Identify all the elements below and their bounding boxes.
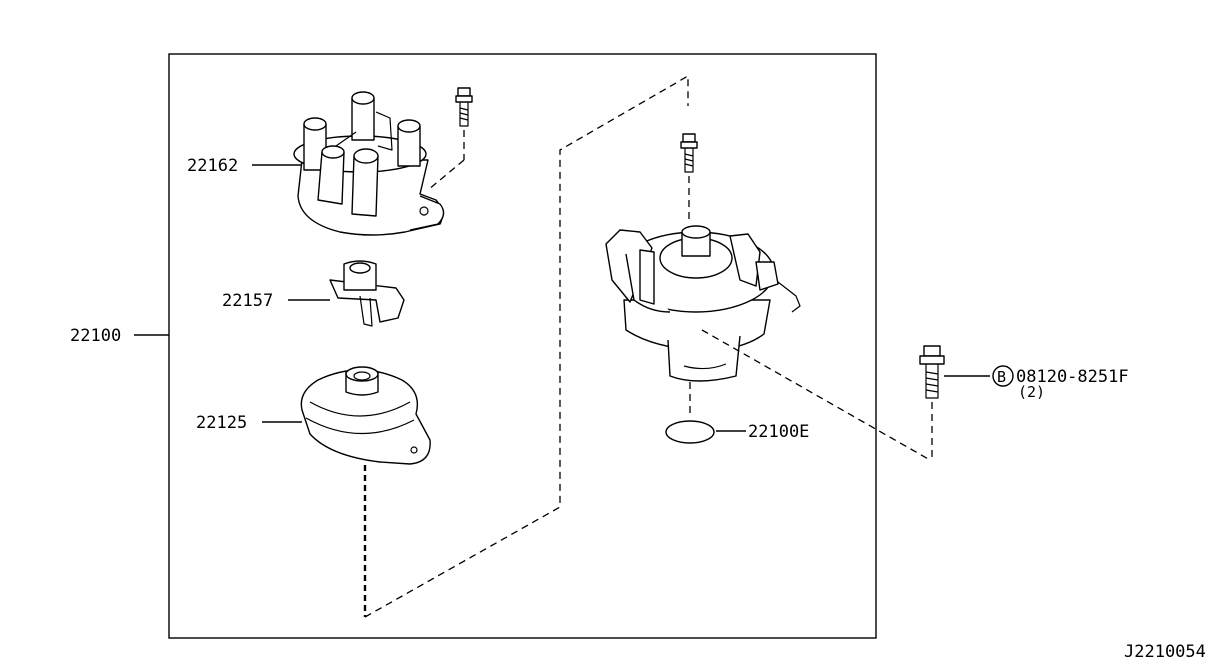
rotor-part[interactable] [329, 260, 405, 327]
label-cover[interactable]: 22125 [196, 413, 247, 433]
seal-part[interactable] [665, 420, 715, 444]
mount-bolt[interactable] [919, 345, 945, 399]
label-seal[interactable]: 22100E [748, 422, 809, 442]
cover-part[interactable] [300, 366, 431, 465]
label-cap[interactable]: 22162 [187, 156, 238, 176]
distributor-cap-part[interactable] [293, 91, 445, 236]
assembly-dash-path [364, 74, 689, 618]
bolt-badge: B [997, 368, 1006, 386]
body-screw [680, 133, 698, 173]
label-bolt[interactable]: 08120-8251F [1016, 367, 1129, 387]
assembly-frame [168, 53, 877, 639]
label-assembly[interactable]: 22100 [70, 326, 121, 346]
bolt-badge-circle [992, 365, 1014, 387]
distributor-body-part[interactable] [605, 225, 801, 382]
label-bolt-qty: (2) [1018, 383, 1045, 401]
cap-screw [455, 87, 473, 127]
cap-screw-dash-2 [427, 159, 465, 191]
label-rotor[interactable]: 22157 [222, 291, 273, 311]
body-bolt-dash [701, 329, 931, 461]
diagram-code: J2210054 [1124, 642, 1206, 662]
